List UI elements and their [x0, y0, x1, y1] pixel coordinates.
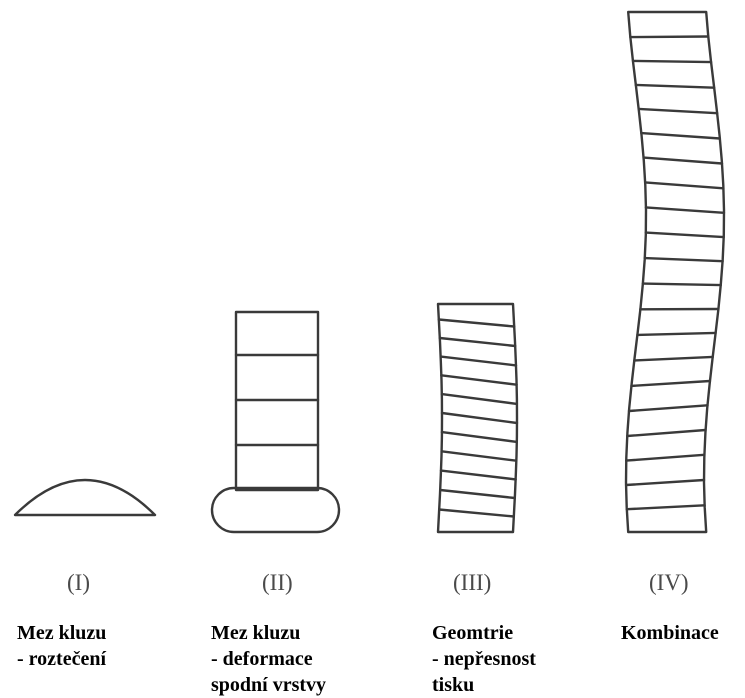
shape-spreading-bead — [15, 480, 155, 515]
layer-boundary — [441, 357, 516, 366]
layer-boundary — [442, 451, 517, 460]
layer-boundary — [630, 37, 708, 38]
layer-boundary — [639, 109, 718, 113]
layer-boundary — [441, 471, 516, 480]
layer-boundary — [637, 333, 715, 335]
caption-line: - deformace — [211, 646, 326, 672]
layer-boundary — [644, 158, 722, 164]
caption-line: Kombinace — [621, 620, 719, 646]
layer-boundary — [626, 480, 704, 485]
layer-boundary — [641, 133, 720, 138]
figure-caption-4: Kombinace — [621, 620, 719, 646]
layer-boundary — [646, 207, 724, 212]
layer-boundary — [645, 258, 723, 261]
layer-boundary — [442, 394, 517, 404]
layer-boundary — [441, 375, 516, 384]
layer-boundary — [627, 505, 705, 509]
layer-boundary — [439, 510, 514, 517]
shape-misaligned-column — [438, 304, 517, 532]
caption-line: - roztečení — [17, 646, 106, 672]
layer-boundary — [634, 357, 712, 361]
layer-boundary — [643, 284, 721, 286]
figure-numeral-3: (III) — [453, 570, 491, 596]
layer-boundary — [439, 320, 514, 327]
figure-caption-3: Geomtrie - nepřesnost tisku — [432, 620, 536, 698]
figure-caption-1: Mez kluzu - roztečení — [17, 620, 106, 672]
layer-boundary — [440, 338, 515, 346]
caption-line: Mez kluzu — [17, 620, 106, 646]
layer-boundary — [440, 490, 515, 498]
caption-line: Mez kluzu — [211, 620, 326, 646]
layer-boundary — [645, 182, 723, 188]
caption-line: - nepřesnost — [432, 646, 536, 672]
layer-boundary — [442, 413, 517, 423]
layer-boundary — [636, 85, 714, 88]
caption-line: spodní vrstvy — [211, 672, 326, 698]
layer-boundary — [633, 61, 711, 62]
shape-buckled-column — [626, 12, 724, 532]
layer-boundary — [626, 455, 704, 461]
layer-boundary — [646, 233, 724, 238]
figure-numeral-1: (I) — [67, 570, 90, 596]
column-outline — [626, 12, 724, 532]
figure-caption-2: Mez kluzu - deformace spodní vrstvy — [211, 620, 326, 698]
layer-boundary — [627, 430, 705, 436]
layer-boundary — [442, 432, 517, 442]
layer-boundary — [629, 405, 708, 411]
caption-line: tisku — [432, 672, 536, 698]
figure-numeral-4: (IV) — [649, 570, 689, 596]
layer-boundary — [631, 381, 710, 386]
shape-deformed-bottom-stack — [212, 312, 339, 532]
caption-line: Geomtrie — [432, 620, 536, 646]
figure-numeral-2: (II) — [262, 570, 293, 596]
